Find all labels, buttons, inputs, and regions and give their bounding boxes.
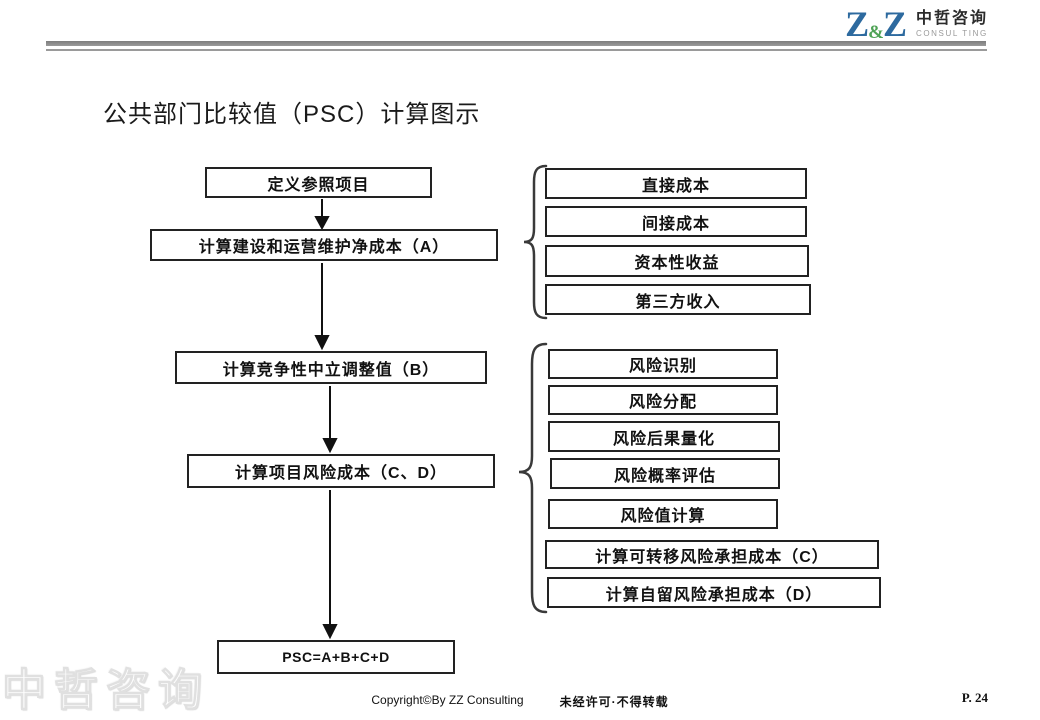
group-a-item-capital-gain: 资本性收益: [545, 245, 809, 277]
group-cd-item-risk-identification: 风险识别: [548, 349, 778, 379]
company-logo: Z&Z 中哲咨询 CONSUL TING: [845, 6, 988, 42]
page-number: P. 24: [961, 690, 988, 705]
footer: Copyright©By ZZ Consulting 未经许可·不得转载: [0, 693, 1040, 710]
logo-ampersand: &: [868, 22, 884, 43]
flow-arrowhead-2: [314, 335, 330, 351]
footer-notice: 未经许可·不得转载: [559, 695, 669, 709]
header-rule-thick: [46, 41, 986, 46]
flow-box-psc-formula: PSC=A+B+C+D: [217, 640, 455, 674]
group-a-item-direct-cost: 直接成本: [545, 168, 807, 199]
flow-box-risk-cost-cd: 计算项目风险成本（C、D）: [187, 454, 495, 488]
logo-zz-icon: Z&Z: [845, 4, 907, 44]
group-cd-item-risk-consequence: 风险后果量化: [548, 421, 780, 452]
logo-name-en: CONSUL TING: [915, 28, 988, 38]
flow-arrowhead-1: [314, 216, 330, 231]
group-cd-item-risk-probability: 风险概率评估: [550, 458, 780, 489]
flow-box-net-cost-a: 计算建设和运营维护净成本（A）: [150, 229, 498, 261]
group-cd-item-retained-risk-d: 计算自留风险承担成本（D）: [547, 577, 881, 608]
header-rule-thin: [46, 49, 987, 51]
footer-copyright: Copyright©By ZZ Consulting: [371, 693, 524, 707]
brace-group-a: [523, 164, 548, 320]
group-cd-item-risk-allocation: 风险分配: [548, 385, 778, 415]
flow-arrowhead-4: [322, 624, 338, 640]
group-a-item-third-party-income: 第三方收入: [545, 284, 811, 315]
group-a-item-indirect-cost: 间接成本: [545, 206, 807, 237]
group-cd-item-risk-value-calc: 风险值计算: [548, 499, 778, 529]
flow-box-define-reference-project: 定义参照项目: [205, 167, 432, 198]
logo-name-cn: 中哲咨询: [915, 10, 988, 28]
flow-box-neutral-adjustment-b: 计算竞争性中立调整值（B）: [175, 351, 487, 384]
flow-arrowhead-3: [322, 438, 338, 454]
logo-text: 中哲咨询 CONSUL TING: [916, 10, 988, 38]
brace-group-cd: [518, 342, 548, 614]
group-cd-item-transferable-risk-c: 计算可转移风险承担成本（C）: [545, 540, 879, 569]
slide-title: 公共部门比较值（PSC）计算图示: [103, 101, 481, 128]
watermark: 中哲咨询: [2, 666, 210, 716]
